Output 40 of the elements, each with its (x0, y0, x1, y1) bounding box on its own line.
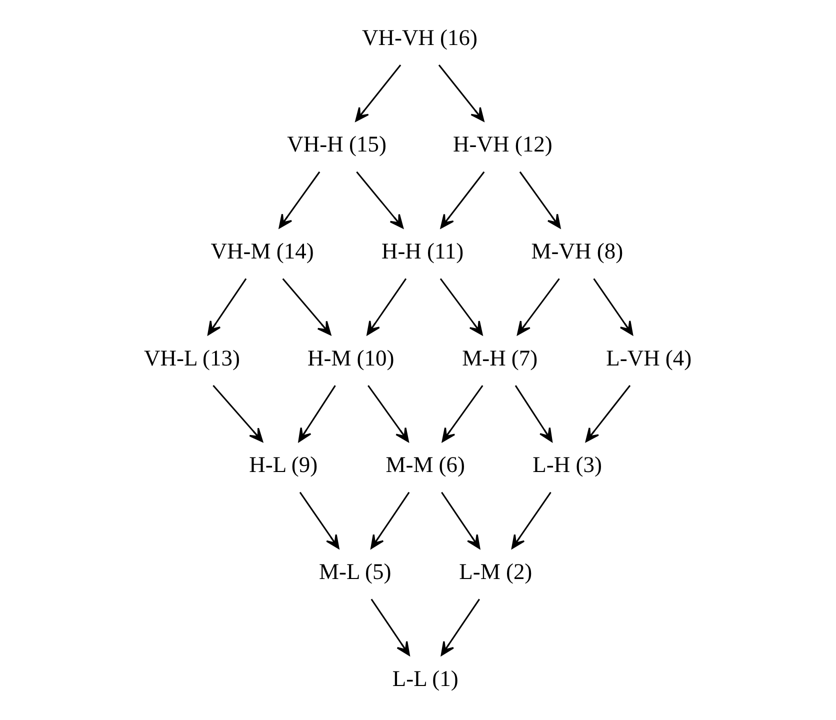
arrow (370, 492, 410, 550)
arrow (207, 278, 247, 336)
node-text: M-L (5) (318, 559, 392, 584)
arrow (356, 171, 404, 229)
arrow (440, 278, 483, 336)
arrow (299, 492, 340, 550)
node-text: VH-M (14) (210, 238, 314, 264)
node-text: L-M (2) (459, 559, 532, 584)
node-text: H-H (11) (381, 238, 464, 264)
node-text: H-VH (12) (453, 132, 552, 157)
arrow (438, 64, 484, 122)
node-text: H-M (10) (307, 345, 394, 370)
node-text: M-M (6) (386, 452, 466, 478)
arrow (440, 171, 485, 229)
node-text: VH-L (13) (144, 345, 240, 370)
arrow (511, 492, 552, 550)
node-text: L-VH (4) (606, 345, 692, 370)
node-text: L-L (1) (392, 666, 458, 691)
node-text: VH-H (15) (287, 132, 386, 157)
node-text: H-L (9) (249, 452, 318, 478)
node-text: L-H (3) (532, 452, 602, 478)
arrow (442, 385, 484, 442)
arrow (212, 385, 264, 442)
arrow (516, 278, 560, 336)
node-text: M-H (7) (462, 345, 538, 370)
arrow (298, 385, 336, 442)
arrow (440, 598, 480, 656)
arrow (519, 171, 561, 229)
arrow (441, 492, 480, 550)
node-text: VH-VH (16) (362, 24, 478, 50)
arrow (593, 278, 634, 336)
arrow (585, 385, 631, 442)
arrow (282, 278, 332, 336)
arrow (355, 64, 402, 122)
arrow (368, 385, 409, 442)
arrow (514, 385, 553, 442)
arrow (370, 598, 410, 656)
arrow (278, 171, 320, 229)
arrow (366, 278, 407, 336)
node-text: M-VH (8) (531, 238, 624, 264)
